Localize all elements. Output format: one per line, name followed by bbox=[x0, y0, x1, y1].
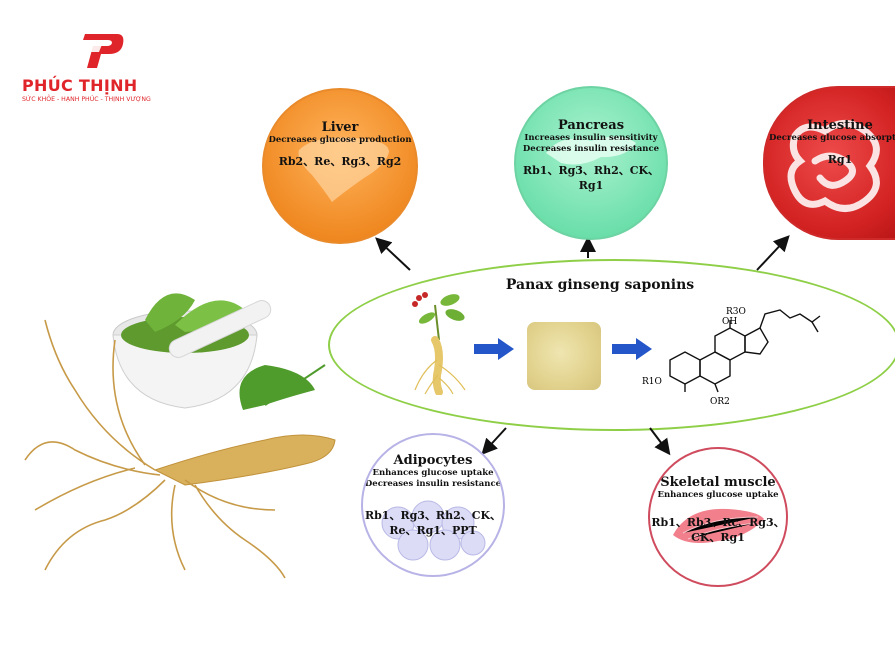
pancreas-circle: Pancreas Increases insulin sensitivity D… bbox=[514, 86, 668, 240]
adipocytes-list-2: Re、Rg1、PPT bbox=[389, 524, 477, 537]
muscle-fiber-icon bbox=[673, 508, 764, 543]
brand-logo: PHÚC THỊNH SỨC KHỎE - HẠNH PHÚC - THỊNH … bbox=[22, 28, 172, 108]
saponin-structure: R3O OH R1O OR2 bbox=[642, 307, 821, 407]
saponin-powder bbox=[527, 322, 601, 390]
r3-label: R3O bbox=[726, 307, 746, 317]
logo-name: PHÚC THỊNH bbox=[22, 76, 138, 95]
saponin-ellipse bbox=[328, 259, 895, 431]
liver-list: Rb2、Re、Rg3、Rg2 bbox=[278, 155, 402, 168]
r1-label: R1O bbox=[642, 377, 662, 387]
skeletal-list-2: CK、Rg1 bbox=[691, 531, 745, 544]
pancreas-desc-1: Increases insulin sensitivity bbox=[524, 133, 658, 143]
logo-slogan: SỨC KHỎE - HẠNH PHÚC - THỊNH VƯỢNG bbox=[22, 96, 151, 103]
adipocytes-desc-2: Decreases insulin resistance bbox=[364, 479, 502, 489]
process-arrow-icon bbox=[612, 338, 652, 360]
skeletal-desc: Enhances glucose uptake bbox=[657, 490, 779, 500]
intestine-organ-icon bbox=[787, 120, 880, 212]
adipocytes-desc-1: Enhances glucose uptake bbox=[372, 468, 494, 478]
skeletal-list-1: Rb1、Rb3、Rc、Rg3、 bbox=[651, 516, 785, 529]
skeletal-title: Skeletal muscle bbox=[660, 475, 776, 490]
ginseng-illustration bbox=[24, 293, 336, 579]
adipocytes-circle: Adipocytes Enhances glucose uptake Decre… bbox=[361, 433, 505, 577]
logo-mark-icon bbox=[83, 34, 124, 68]
oh-label: OH bbox=[722, 317, 737, 327]
intestine-list: Rg1 bbox=[827, 153, 853, 166]
ginseng-plant-icon bbox=[412, 292, 466, 395]
pancreas-title: Pancreas bbox=[557, 118, 625, 133]
pancreas-list-1: Rb1、Rg3、Rh2、CK、 bbox=[522, 164, 660, 177]
pancreas-organ-icon bbox=[546, 136, 636, 165]
liver-circle: Liver Decreases glucose production Rb2、R… bbox=[262, 88, 418, 244]
liver-title: Liver bbox=[321, 120, 359, 135]
liver-desc: Decreases glucose production bbox=[268, 135, 412, 145]
adipocytes-title: Adipocytes bbox=[393, 453, 473, 468]
skeletal-muscle-circle: Skeletal muscle Enhances glucose uptake … bbox=[648, 447, 788, 587]
intestine-title: Intestine bbox=[807, 118, 873, 133]
main-title: Panax ginseng saponins bbox=[505, 277, 695, 293]
liver-organ-icon bbox=[298, 137, 389, 202]
intestine-desc: Decreases glucose absorption bbox=[769, 133, 895, 143]
r2-label: OR2 bbox=[710, 397, 730, 407]
adipocytes-list-1: Rb1、Rg3、Rh2、CK、 bbox=[364, 509, 502, 522]
intestine-circle: Intestine Decreases glucose absorption R… bbox=[763, 86, 895, 240]
pancreas-desc-2: Decreases insulin resistance bbox=[522, 144, 660, 154]
process-arrow-icon bbox=[474, 338, 514, 360]
pancreas-list-2: Rg1 bbox=[578, 179, 604, 192]
adipocyte-cells-icon bbox=[381, 500, 486, 561]
